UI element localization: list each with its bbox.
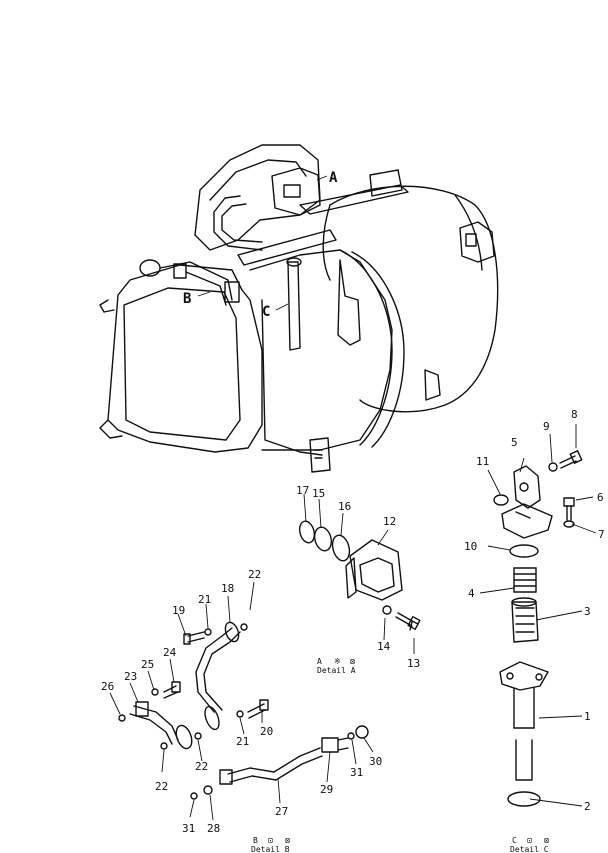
detail-b-parts [118, 621, 369, 800]
part-number-24: 24 [163, 646, 177, 659]
part-number-26: 26 [101, 680, 114, 693]
part-number-4: 4 [468, 587, 475, 600]
part-number-22-top: 22 [248, 568, 261, 581]
part-number-9: 9 [543, 420, 550, 433]
detail-code: A [317, 657, 322, 666]
part-number-27: 27 [275, 805, 288, 818]
part-number-7: 7 [598, 528, 605, 541]
detail-mark: ⊡ [268, 836, 273, 845]
part-number-2: 2 [584, 800, 591, 813]
detail-label: Detail B [251, 845, 290, 853]
callout-letter: C [262, 304, 270, 320]
part-number-18: 18 [221, 582, 234, 595]
leader-lines [109, 424, 597, 821]
part-number-3: 3 [584, 605, 591, 618]
part-number-20: 20 [260, 725, 273, 738]
part-number-31-right: 31 [350, 766, 363, 779]
part-number-labels: 1 2 3 4 5 6 7 8 9 10 11 12 13 14 15 16 1… [101, 408, 605, 835]
detail-label: Detail C [510, 845, 549, 853]
callout-letter: A [329, 170, 338, 186]
part-number-19: 19 [172, 604, 185, 617]
part-number-16: 16 [338, 500, 351, 513]
callout-c: C [262, 303, 289, 320]
detail-caption-b: B ⊡ ⊠ Detail B [251, 836, 290, 853]
detail-mark: ⊠ [285, 836, 290, 845]
detail-a-parts [298, 520, 421, 631]
part-number-23: 23 [124, 670, 137, 683]
detail-label: Detail A [317, 666, 356, 675]
detail-code: B [253, 836, 258, 845]
detail-code: C [512, 836, 517, 845]
detail-mark: ※ [334, 657, 341, 666]
part-number-1: 1 [584, 710, 591, 723]
part-number-30: 30 [369, 755, 382, 768]
detail-caption-c: C ⊡ ⊠ Detail C [510, 836, 549, 853]
callout-b: B [183, 291, 211, 307]
part-number-11: 11 [476, 455, 489, 468]
callout-a: A [316, 170, 338, 186]
part-number-22-middle: 22 [195, 760, 208, 773]
part-number-10: 10 [464, 540, 477, 553]
part-number-12: 12 [383, 515, 396, 528]
part-number-28: 28 [207, 822, 220, 835]
part-number-17: 17 [296, 484, 309, 497]
part-number-13: 13 [407, 657, 420, 670]
part-number-14: 14 [377, 640, 391, 653]
part-number-22-bottom: 22 [155, 780, 168, 793]
part-number-25: 25 [141, 658, 154, 671]
part-number-15: 15 [312, 487, 325, 500]
main-assembly [99, 144, 499, 473]
detail-mark: ⊠ [350, 657, 355, 666]
callout-letter: B [183, 291, 191, 307]
detail-c-parts [493, 450, 583, 807]
part-number-21-bottom: 21 [236, 735, 249, 748]
part-number-8: 8 [571, 408, 578, 421]
part-number-5: 5 [511, 436, 518, 449]
part-number-21-top: 21 [198, 593, 211, 606]
detail-mark: ⊡ [527, 836, 532, 845]
detail-mark: ⊠ [544, 836, 549, 845]
part-number-29: 29 [320, 783, 333, 796]
part-number-31-left: 31 [182, 822, 195, 835]
detail-caption-a: A ※ ⊠ Detail A [317, 657, 356, 675]
part-number-6: 6 [597, 491, 604, 504]
